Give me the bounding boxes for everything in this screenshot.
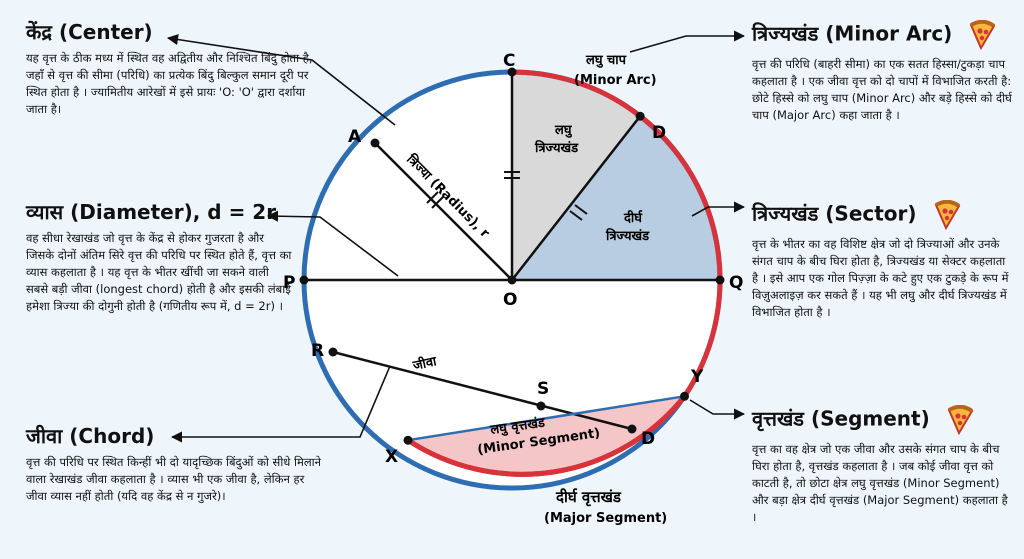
segment-title: वृत्तखंड (Segment) bbox=[752, 406, 930, 431]
center-title: केंद्र (Center) bbox=[26, 20, 153, 44]
minor-arc-title-row: त्रिज्यखंड (Minor Arc) bbox=[752, 20, 1014, 50]
point-label-x: X bbox=[385, 447, 398, 467]
center-panel: केंद्र (Center) यह वृत्त के ठीक मध्य में… bbox=[26, 20, 326, 118]
radius-od bbox=[511, 115, 642, 281]
radius-oa bbox=[374, 142, 513, 281]
segment-title-row: वृत्तखंड (Segment) bbox=[752, 405, 1014, 435]
point-label-p: P bbox=[283, 273, 295, 293]
segment-panel: वृत्तखंड (Segment) वृत्त का वह क्षेत्र ज… bbox=[752, 405, 1014, 526]
minor-arc-panel: त्रिज्यखंड (Minor Arc) वृत्त की परिधि (ब… bbox=[752, 20, 1014, 124]
chord-rd bbox=[332, 350, 633, 431]
chord-panel: जीवा (Chord) वृत्त की परिधि पर स्थित किन… bbox=[26, 424, 326, 505]
chord-label: जीवा bbox=[411, 353, 439, 374]
minor-arc-label-hi: लघु चाप bbox=[585, 53, 627, 68]
pizza-slice-icon bbox=[934, 200, 960, 230]
major-sector-label-2: त्रिज्यखंड bbox=[605, 228, 650, 244]
sector-panel: त्रिज्यखंड (Sector) वृत्त के भीतर का वह … bbox=[752, 200, 1014, 321]
point-label-c: C bbox=[503, 51, 515, 71]
point-markers bbox=[299, 67, 725, 445]
major-sector-label-1: दीर्घ bbox=[623, 210, 643, 226]
arrow-center bbox=[166, 33, 396, 126]
segment-text: वृत्त का वह क्षेत्र जो एक जीवा और उसके स… bbox=[752, 442, 1008, 524]
point-label-q: Q bbox=[729, 273, 743, 293]
diameter-text: वह सीधा रेखाखंड जो वृत्त के केंद्र से हो… bbox=[26, 231, 292, 313]
pizza-slice-icon bbox=[970, 20, 996, 50]
diameter-panel: व्यास (Diameter), d = 2r वह सीधा रेखाखंड… bbox=[26, 200, 294, 315]
point-label-a: A bbox=[348, 127, 362, 147]
minor-segment-label-hi: लघु वृत्तखंड bbox=[488, 414, 547, 438]
major-segment-label-en: (Major Segment) bbox=[544, 511, 667, 526]
point-label-r: R bbox=[311, 341, 324, 361]
point-label-d-top: D bbox=[652, 123, 666, 143]
arrow-minor-arc bbox=[629, 30, 746, 53]
minor-sector-label-1: लघु bbox=[554, 123, 573, 138]
arrow-segment bbox=[689, 399, 746, 420]
minor-arc-label-en: (Minor Arc) bbox=[574, 73, 657, 88]
sector-text: वृत्त के भीतर का वह विशिष्ट क्षेत्र जो द… bbox=[752, 237, 1009, 319]
segment-arc-red-2 bbox=[406, 394, 687, 477]
arrow-chord bbox=[170, 365, 391, 443]
arrow-diameter bbox=[266, 210, 399, 277]
chord-xy bbox=[407, 395, 685, 442]
major-segment-label-hi: दीर्घ वृत्तखंड bbox=[555, 488, 622, 507]
minor-segment-region bbox=[408, 396, 685, 475]
chord-title: जीवा (Chord) bbox=[26, 424, 155, 448]
pizza-slice-icon bbox=[947, 405, 974, 435]
center-text: यह वृत्त के ठीक मध्य में स्थित वह अद्वित… bbox=[26, 51, 313, 116]
sector-title-row: त्रिज्यखंड (Sector) bbox=[752, 200, 1014, 230]
chord-text: वृत्त की परिधि पर स्थित किन्हीं भी दो या… bbox=[26, 455, 322, 503]
point-label-y: Y bbox=[690, 367, 704, 387]
minor-arc-red bbox=[511, 69, 723, 398]
minor-sector-region bbox=[512, 72, 641, 280]
minor-arc-title: त्रिज्यखंड (Minor Arc) bbox=[752, 21, 953, 46]
major-sector-region bbox=[512, 116, 720, 280]
minor-arc-text: वृत्त की परिधि (बाहरी सीमा) का एक सतत हि… bbox=[752, 57, 1012, 122]
equal-length-ticks bbox=[426, 171, 588, 221]
connector-arrows bbox=[166, 30, 746, 443]
point-label-s: S bbox=[537, 379, 549, 399]
diameter-title: व्यास (Diameter), d = 2r bbox=[26, 200, 277, 224]
point-label-d-bottom: D bbox=[641, 429, 655, 449]
arrow-sector bbox=[691, 201, 746, 217]
point-label-o: O bbox=[503, 290, 517, 310]
minor-sector-label-2: त्रिज्यखंड bbox=[534, 140, 579, 156]
sector-title: त्रिज्यखंड (Sector) bbox=[752, 201, 917, 226]
